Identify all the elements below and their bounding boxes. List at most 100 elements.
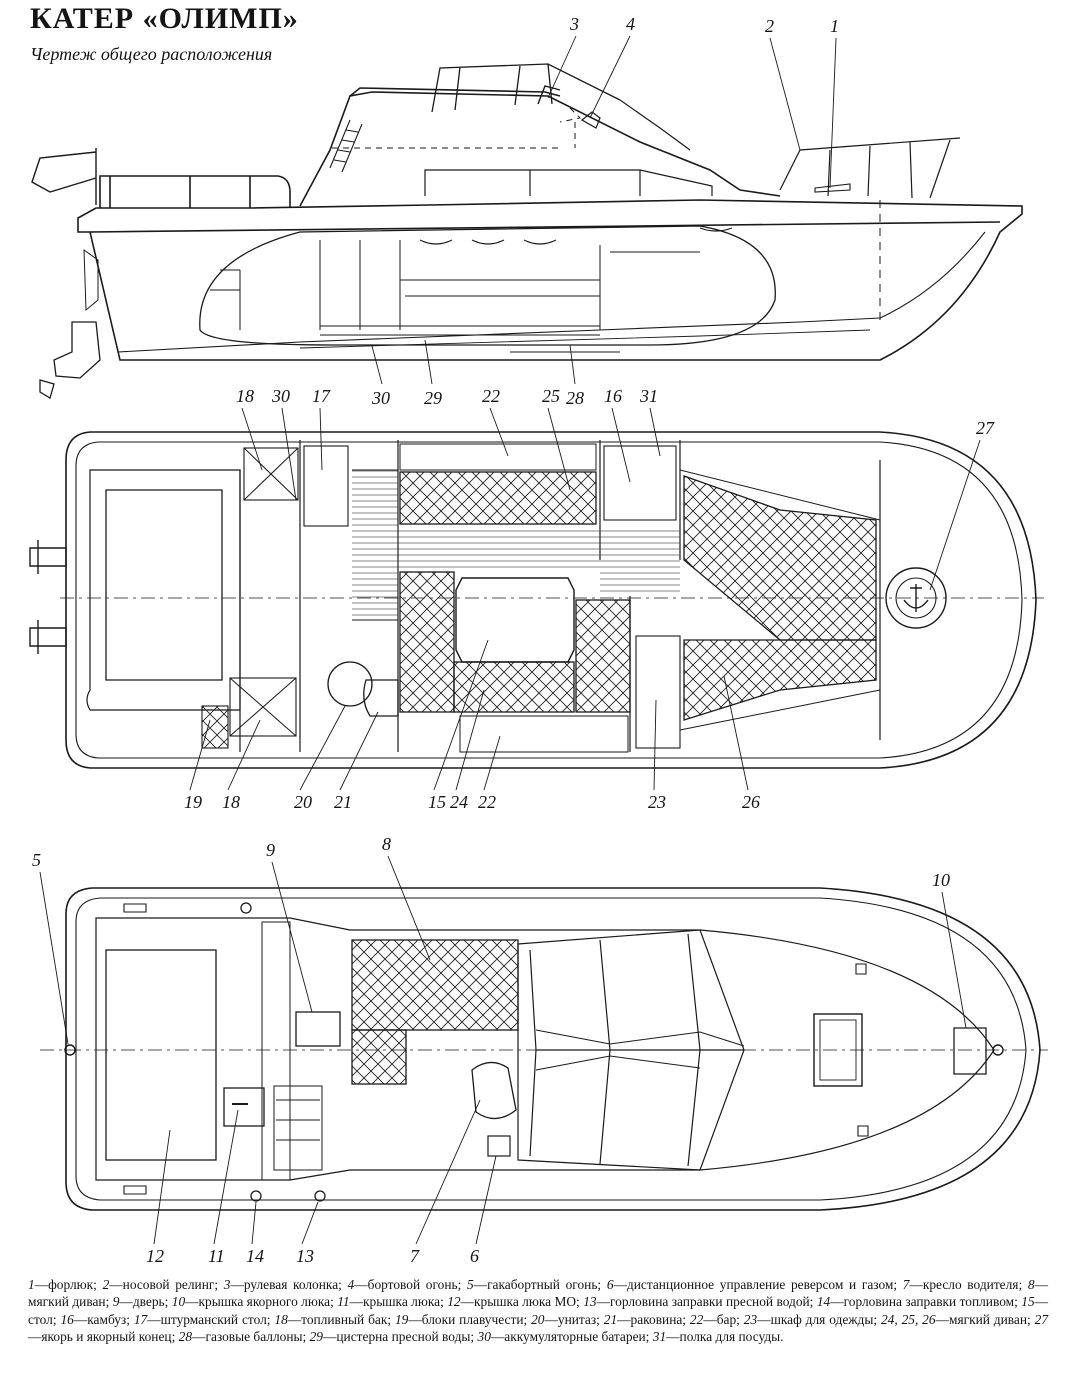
- callout-9: 9: [266, 840, 275, 860]
- sofa-8-ext: [351, 1029, 407, 1085]
- plan-hull-outer: [65, 431, 1037, 769]
- callout-30-plan: 30: [271, 386, 290, 406]
- callout-18-bottom: 18: [222, 792, 240, 812]
- callout-6: 6: [470, 1246, 479, 1266]
- fuel-tank-upper: [243, 447, 299, 501]
- callout-26: 26: [742, 792, 760, 812]
- deck-fitting: [240, 902, 252, 914]
- callout-7: 7: [410, 1246, 420, 1266]
- anchor-locker: [885, 567, 947, 629]
- chart-table: [303, 445, 349, 527]
- legend-item: 17—штурманский стол;: [133, 1311, 271, 1327]
- callout-11: 11: [208, 1246, 225, 1266]
- fuel-filler-14: [250, 1190, 262, 1202]
- callout-24: 24: [450, 792, 468, 812]
- legend-item: 8—мягкий диван;: [28, 1277, 1048, 1310]
- throttle-6: [487, 1135, 511, 1157]
- legend-item: 21—раковина;: [603, 1311, 687, 1327]
- cabin-roof-panels: [517, 929, 745, 1171]
- ladder: [329, 119, 363, 173]
- deck-view: [40, 887, 1048, 1211]
- cutaway: [199, 225, 776, 346]
- berth-frame: [679, 469, 881, 731]
- outboard-plan-1: [29, 540, 67, 574]
- side-light: [580, 111, 601, 129]
- side-view-leaders: [371, 35, 837, 385]
- legend-item: 14—горловина заправки топливом;: [816, 1294, 1018, 1310]
- chine-line-2: [299, 329, 871, 349]
- chine-line: [117, 231, 986, 353]
- water-filler-13: [314, 1190, 326, 1202]
- forward-hatch: [814, 183, 851, 193]
- callout-20: 20: [294, 792, 312, 812]
- legend-item: 30—аккумуляторные батареи;: [477, 1329, 650, 1345]
- legend-item: 22—бар;: [689, 1311, 740, 1327]
- floor-planks: [352, 470, 398, 620]
- hatch-11: [223, 1087, 265, 1127]
- flybridge-frame: [431, 63, 621, 113]
- callout-28: 28: [566, 388, 584, 408]
- callout-14: 14: [246, 1246, 264, 1266]
- galley: [603, 445, 677, 521]
- callout-16: 16: [604, 386, 622, 406]
- v-berth-lower: [683, 639, 877, 721]
- legend-item: 9—дверь;: [112, 1294, 169, 1310]
- panel-chevrons: [535, 1029, 745, 1071]
- bar-lower: [459, 715, 629, 753]
- anchor-hatch-10: [953, 1027, 987, 1075]
- deck-leaders: [39, 855, 967, 1245]
- outboard-plan-2: [29, 620, 67, 654]
- plan-leaders: [189, 407, 981, 791]
- callout-29: 29: [424, 388, 442, 408]
- callout-1: 1: [830, 16, 839, 36]
- legend-item: 19—блоки плавучести;: [394, 1311, 528, 1327]
- sofa-24-bottom: [453, 661, 575, 713]
- bow-fitting: [992, 1044, 1004, 1056]
- deck-gunwale: [95, 917, 995, 1181]
- legend: 1—форлюк; 2—носовой релинг; 3—рулевая ко…: [28, 1276, 1048, 1346]
- legend-item: 6—дистанционное управление реверсом и га…: [606, 1277, 898, 1292]
- floor-planks-2: [398, 526, 600, 570]
- aft-rail: [99, 175, 291, 208]
- sheer-line: [89, 221, 1001, 233]
- side-view: [31, 63, 1023, 399]
- sofa-8: [351, 939, 519, 1031]
- legend-item: 27—якорь и якорный конец;: [28, 1311, 1049, 1345]
- wardrobe: [635, 635, 681, 749]
- toilet-20: [327, 661, 373, 707]
- callout-23: 23: [648, 792, 666, 812]
- bar-upper: [399, 443, 597, 471]
- sofa-24-left: [399, 571, 455, 713]
- callout-21: 21: [334, 792, 352, 812]
- legend-item: 7—кресло водителя;: [902, 1277, 1023, 1292]
- cockpit-steps: [273, 1085, 323, 1171]
- page-title: КАТЕР «ОЛИМП»: [30, 2, 299, 35]
- fuel-tank-x: [229, 447, 299, 737]
- callout-12: 12: [146, 1246, 164, 1266]
- deck-callouts: 5 9 8 10 12 11 14 13 7 6: [32, 834, 950, 1266]
- legend-item: 3—рулевая колонка;: [223, 1277, 342, 1292]
- bow-rail: [779, 137, 961, 199]
- stern-light-5: [64, 1044, 76, 1056]
- sofa-24-right: [575, 599, 631, 713]
- callout-22-bottom: 22: [478, 792, 496, 812]
- callout-18-top: 18: [236, 386, 254, 406]
- door-9: [295, 1011, 341, 1047]
- flybridge-rail: [619, 99, 691, 151]
- callout-17: 17: [312, 386, 331, 406]
- legend-item: 13—горловина заправки пресной водой;: [583, 1294, 814, 1310]
- page-subtitle: Чертеж общего расположения: [30, 44, 273, 64]
- legend-item: 5—гакабортный огонь;: [466, 1277, 602, 1292]
- legend-item: 1—форлюк;: [28, 1277, 97, 1292]
- engine-hatch-plan: [105, 489, 223, 681]
- outboard-engine-2: [83, 249, 99, 312]
- callout-31: 31: [639, 386, 658, 406]
- cabin-top: [299, 91, 781, 207]
- legend-item: 28—газовые баллоны;: [178, 1329, 307, 1345]
- callout-10: 10: [932, 870, 950, 890]
- steering-column: [537, 85, 561, 105]
- callout-15: 15: [428, 792, 446, 812]
- legend-item: 12—крышка люка МО;: [447, 1294, 580, 1310]
- aft-cockpit: [86, 469, 241, 711]
